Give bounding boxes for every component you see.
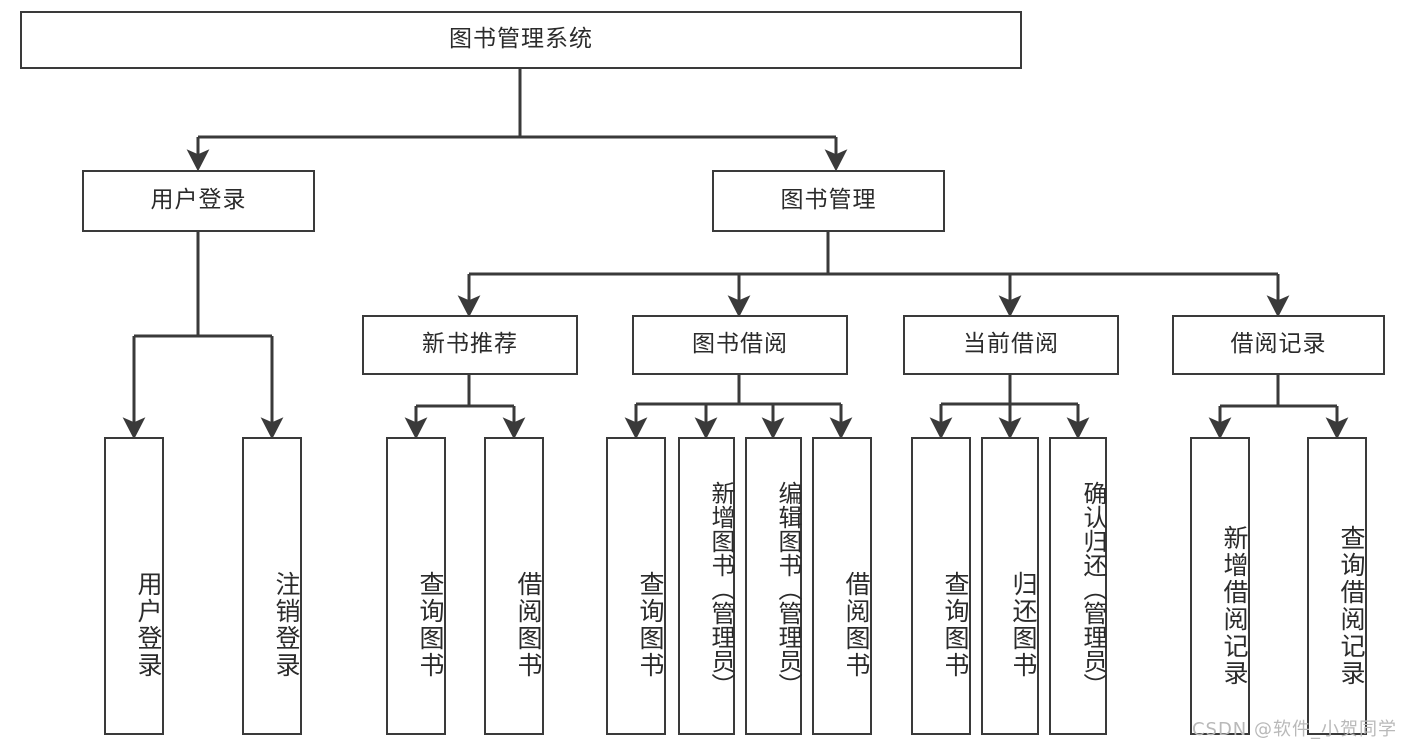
node-label: 查询图书	[416, 571, 445, 679]
leaf-query-book-current[interactable]: 查询图书	[911, 437, 971, 735]
node-label: 确认归还（管理员）	[1079, 481, 1107, 697]
node-label: 用户登录	[134, 571, 163, 679]
node-label: 借阅记录	[1230, 331, 1327, 358]
leaf-user-login[interactable]: 用户登录	[104, 437, 164, 735]
node-user-login[interactable]: 用户登录	[82, 170, 315, 232]
node-label: 借阅图书	[842, 571, 871, 679]
node-label: 新增图书（管理员）	[707, 481, 735, 697]
leaf-logout[interactable]: 注销登录	[242, 437, 302, 735]
leaf-add-book-admin[interactable]: 新增图书（管理员）	[678, 437, 735, 735]
node-label: 用户登录	[150, 187, 247, 214]
node-label: 新增借阅记录	[1220, 525, 1249, 687]
leaf-edit-book-admin[interactable]: 编辑图书（管理员）	[745, 437, 802, 735]
node-borrow-records[interactable]: 借阅记录	[1172, 315, 1385, 375]
node-label: 借阅图书	[514, 571, 543, 679]
node-new-book-recommend[interactable]: 新书推荐	[362, 315, 578, 375]
leaf-return-book[interactable]: 归还图书	[981, 437, 1039, 735]
leaf-borrow-book[interactable]: 借阅图书	[812, 437, 872, 735]
node-label: 新书推荐	[422, 331, 518, 358]
leaf-query-book-borrow[interactable]: 查询图书	[606, 437, 666, 735]
node-label: 查询图书	[636, 571, 665, 679]
node-book-management[interactable]: 图书管理	[712, 170, 945, 232]
node-root[interactable]: 图书管理系统	[20, 11, 1022, 69]
leaf-add-borrow-record[interactable]: 新增借阅记录	[1190, 437, 1250, 735]
node-label: 当前借阅	[963, 331, 1059, 358]
node-label: 注销登录	[272, 571, 301, 679]
leaf-confirm-return-admin[interactable]: 确认归还（管理员）	[1049, 437, 1107, 735]
node-label: 归还图书	[1009, 571, 1038, 679]
leaf-query-borrow-record[interactable]: 查询借阅记录	[1307, 437, 1367, 735]
node-label: 图书管理	[780, 187, 877, 214]
leaf-borrow-book-recommend[interactable]: 借阅图书	[484, 437, 544, 735]
node-current-borrow[interactable]: 当前借阅	[903, 315, 1119, 375]
node-label: 编辑图书（管理员）	[774, 481, 802, 697]
node-book-borrow[interactable]: 图书借阅	[632, 315, 848, 375]
node-label: 图书管理系统	[449, 26, 593, 53]
node-label: 查询借阅记录	[1337, 525, 1366, 687]
node-label: 图书借阅	[692, 331, 788, 358]
watermark-text: CSDN @软件_小贺同学	[1191, 719, 1397, 740]
node-label: 查询图书	[941, 571, 970, 679]
leaf-query-book-recommend[interactable]: 查询图书	[386, 437, 446, 735]
